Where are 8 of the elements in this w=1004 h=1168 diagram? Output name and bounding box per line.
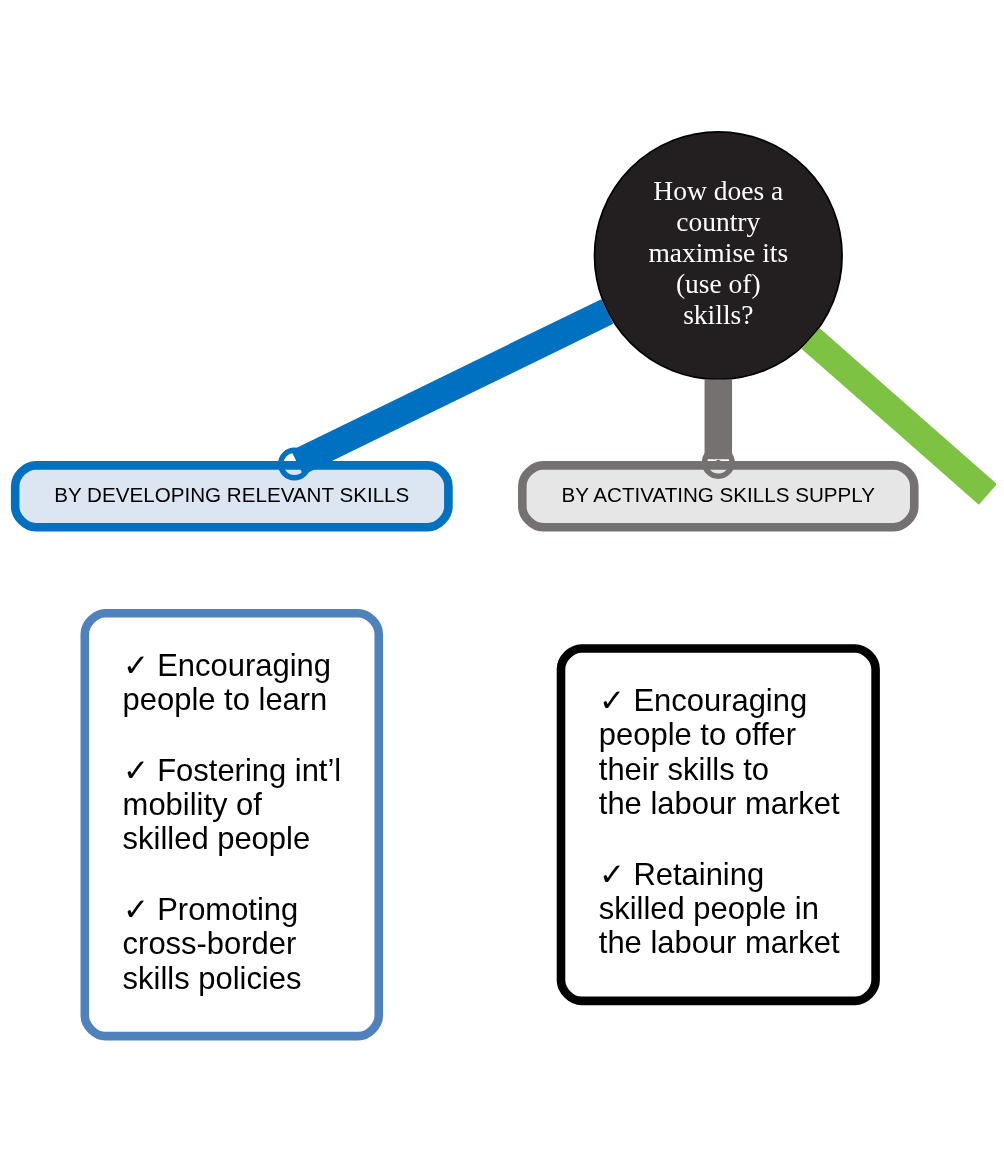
node-circle: How does a country maximise its (use of) skills? xyxy=(593,131,843,381)
connector xyxy=(701,379,735,479)
node-box: BY DEVELOPING RELEVANT SKILLS xyxy=(10,461,453,532)
connector xyxy=(801,328,996,505)
connector xyxy=(277,299,614,481)
node-box: BY ACTIVATING SKILLS SUPPLY xyxy=(518,461,919,532)
node-box: ✓ Encouraging people to learn ✓ Fostering int’l mobility of skilled people ✓ Promoting cross-border skills policies xyxy=(80,608,384,1041)
node-box: ✓ Encouraging people to offer their skills to the labour market ✓ Retaining skilled people in the labour market xyxy=(556,644,880,1006)
